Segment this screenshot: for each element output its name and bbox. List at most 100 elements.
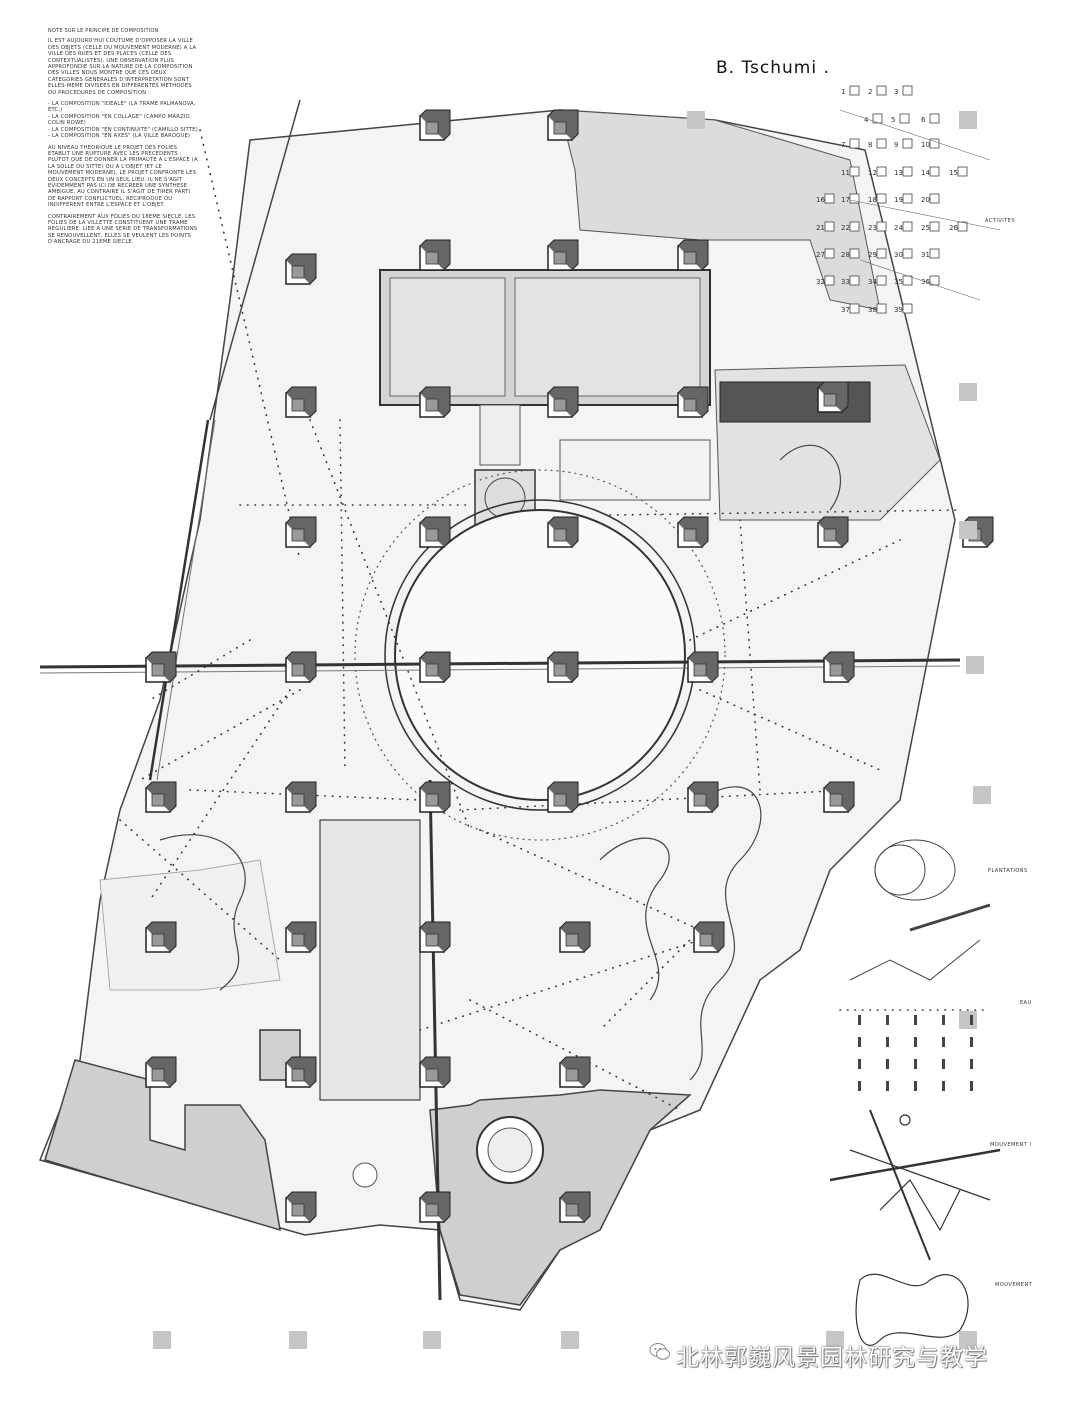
activity-number: 8 — [868, 141, 872, 149]
margin-square — [959, 1011, 977, 1029]
margin-square — [973, 786, 991, 804]
folie-cube-icon — [285, 386, 317, 418]
activity-cell: 5 — [891, 113, 910, 124]
activity-number: 23 — [868, 224, 877, 232]
activity-cell: 29 — [868, 248, 887, 259]
activity-cell: 25 — [921, 221, 940, 232]
folie-cube-icon — [693, 921, 725, 953]
activity-number: 9 — [894, 141, 898, 149]
tree-alignments — [119, 129, 991, 1111]
margin-square — [966, 656, 984, 674]
margin-square — [687, 111, 705, 129]
activity-number: 12 — [868, 169, 877, 177]
activity-number: 26 — [949, 224, 958, 232]
activity-number: 2 — [868, 88, 872, 96]
activity-number: 33 — [841, 278, 850, 286]
activity-cell: 32 — [816, 275, 835, 286]
activity-cell: 19 — [894, 193, 913, 204]
activity-number: 6 — [921, 116, 926, 124]
activity-number: 16 — [816, 196, 825, 204]
lower-buildings — [259, 1029, 544, 1188]
notes-paragraph-3: CONTRAIREMENT AUX FOLIES DU 18EME SIECLE… — [48, 213, 198, 246]
folie-cube-icon — [823, 781, 855, 813]
folie-cube-icon — [145, 781, 177, 813]
folie-cube-icon — [419, 386, 451, 418]
activity-number: 7 — [841, 141, 845, 149]
activity-cell: 1 — [841, 85, 860, 96]
activity-number: 20 — [921, 196, 930, 204]
folie-cube-icon — [677, 239, 709, 271]
activity-cell: 4 — [864, 113, 883, 124]
label-eau: EAU — [1020, 1000, 1032, 1006]
folie-cube-icon — [817, 381, 849, 413]
folie-cube-icon — [285, 253, 317, 285]
folie-cube-icon — [823, 651, 855, 683]
activity-cell: 7 — [841, 138, 860, 149]
activity-cell: 13 — [894, 166, 913, 177]
folie-cube-icon — [677, 516, 709, 548]
folie-cube-icon — [419, 921, 451, 953]
folie-cube-icon — [285, 651, 317, 683]
folie-cube-icon — [677, 386, 709, 418]
folie-cube-icon — [145, 1056, 177, 1088]
notes-paragraph-1: IL EST AUJOURD'HUI COUTUME D'OPPOSER LA … — [48, 38, 197, 96]
margin-square — [959, 111, 977, 129]
activity-cell: 15 — [949, 166, 968, 177]
activity-cell: 11 — [841, 166, 860, 177]
activity-cell: 24 — [894, 221, 913, 232]
folie-cube-icon — [285, 1191, 317, 1223]
activity-number: 14 — [921, 169, 930, 177]
activity-cell: 20 — [921, 193, 940, 204]
margin-square — [826, 1331, 844, 1349]
activity-cell: 30 — [894, 248, 913, 259]
activity-cell: 28 — [841, 248, 860, 259]
activity-cell: 6 — [921, 113, 940, 124]
margin-square — [959, 383, 977, 401]
activity-number: 15 — [949, 169, 958, 177]
folie-cube-icon — [547, 109, 579, 141]
activity-number: 30 — [894, 251, 903, 259]
activity-cell: 38 — [868, 303, 887, 314]
margin-squares — [153, 111, 991, 1349]
activity-cell: 18 — [868, 193, 887, 204]
activity-number: 5 — [891, 116, 895, 124]
activity-number: 38 — [868, 306, 877, 314]
author-title: B. Tschumi . — [716, 58, 830, 78]
folie-cube-icon — [419, 239, 451, 271]
activity-number: 13 — [894, 169, 903, 177]
activity-number: 11 — [841, 169, 850, 177]
folie-cube-icon — [547, 781, 579, 813]
activity-number: 10 — [921, 141, 930, 149]
notes-heading: NOTE SUR LE PRINCIPE DE COMPOSITION — [48, 28, 159, 34]
activity-number: 1 — [841, 88, 845, 96]
activity-number: 19 — [894, 196, 903, 204]
activity-cell: 26 — [949, 221, 968, 232]
notes-item-3: - LA COMPOSITION "EN CONTINUITE" (CAMILL… — [48, 126, 198, 133]
notes-item-4: - LA COMPOSITION "EN AXES" (LA VILLE BAR… — [48, 133, 191, 140]
margin-square — [423, 1331, 441, 1349]
folie-cube-icon — [285, 516, 317, 548]
activity-number: 34 — [868, 278, 877, 286]
margin-square — [153, 1331, 171, 1349]
activity-cell: 8 — [868, 138, 887, 149]
folie-cube-icon — [559, 921, 591, 953]
activity-number: 4 — [864, 116, 869, 124]
activity-cell: 3 — [894, 85, 913, 96]
folie-cube-icon — [547, 386, 579, 418]
activity-cell: 22 — [841, 221, 860, 232]
folie-cube-icon — [547, 516, 579, 548]
folie-cube-icon — [419, 1191, 451, 1223]
activity-cell: 14 — [921, 166, 940, 177]
activity-cell: 35 — [894, 275, 913, 286]
notes-item-1: - LA COMPOSITION "IDEALE" (LA TRAME PALM… — [48, 101, 196, 114]
margin-square — [289, 1331, 307, 1349]
folie-cube-icon — [419, 1056, 451, 1088]
label-plantations: PLANTATIONS — [988, 868, 1028, 874]
label-activites: ACTIVITES — [985, 218, 1016, 224]
activity-number: 29 — [868, 251, 877, 259]
folie-cube-icon — [419, 781, 451, 813]
activity-cell: 12 — [868, 166, 887, 177]
watermark-text: 北林郭巍风景园林研究与教学 — [676, 1345, 988, 1371]
